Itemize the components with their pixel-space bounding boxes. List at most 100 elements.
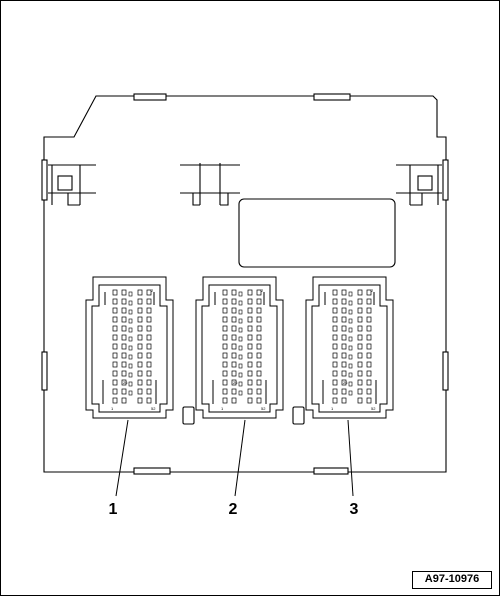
pin-cavity [238,336,243,342]
pin-cavity [348,354,353,360]
pin-cavity [341,379,347,386]
pin-cavity [256,352,262,359]
bottom-clip-right [313,467,349,475]
pin-cavity [247,352,253,359]
pin-cavity [128,345,133,351]
pin-cavity [128,291,133,297]
pin-cavity [222,370,228,377]
pin-cavity [332,298,338,305]
pin-cavity [357,316,363,323]
pin-cavity [137,334,143,341]
pin-cavity [231,343,237,350]
pin-cavity [112,298,118,305]
pin-cavity [146,325,152,332]
pin-number-label: 1 [221,406,224,411]
pin-cavity [366,298,372,305]
pin-cavity [357,343,363,350]
pin-cavity [247,361,253,368]
pin-cavity [348,345,353,351]
side-clip-right-upper [442,159,449,201]
pin-cavity [348,327,353,333]
pin-cavity [121,325,127,332]
pin-cavity [357,397,363,404]
pin-cavity [357,289,363,296]
pin-cavity [121,379,127,386]
callout-label-1: 1 [109,501,118,518]
pin-cavity [341,370,347,377]
pin-cavity [146,316,152,323]
pin-cavity [112,352,118,359]
mounting-bracket-right [396,164,442,206]
pin-cavity [137,325,143,332]
pin-cavity [121,316,127,323]
connector-3 [305,276,394,419]
pin-cavity [128,336,133,342]
pin-cavity [222,343,228,350]
pin-number-label: 1 [111,406,114,411]
pin-cavity [137,298,143,305]
pin-cavity [112,388,118,395]
pin-cavity [146,334,152,341]
pin-cavity [247,334,253,341]
pin-cavity [256,397,262,404]
pin-cavity [222,316,228,323]
pin-cavity [146,397,152,404]
pin-cavity [238,381,243,387]
pin-cavity [121,334,127,341]
pin-cavity [357,379,363,386]
pin-cavity [146,388,152,395]
keying-slot-1 [182,406,195,425]
pin-cavity [128,300,133,306]
pin-cavity [222,397,228,404]
pin-cavity [128,309,133,315]
side-clip-left-lower [41,351,48,391]
pin-cavity [256,361,262,368]
pin-cavity [366,379,372,386]
pin-cavity [121,289,127,296]
pin-cavity [121,352,127,359]
pin-cavity [247,388,253,395]
pin-cavity [341,361,347,368]
pin-cavity [256,289,262,296]
pin-cavity [222,289,228,296]
pin-cavity [128,354,133,360]
figure-reference-number: A97-10976 [412,571,492,589]
pin-cavity [341,316,347,323]
pin-cavity [231,298,237,305]
pin-cavity [357,325,363,332]
pin-cavity [231,307,237,314]
pin-cavity [366,370,372,377]
pin-cavity [247,343,253,350]
pin-cavity [137,307,143,314]
pin-cavity [112,343,118,350]
pin-cavity [128,327,133,333]
pin-cavity [137,397,143,404]
housing-outline [43,95,447,473]
pin-cavity [256,325,262,332]
pin-cavity [348,372,353,378]
pin-cavity [238,354,243,360]
pin-cavity [332,352,338,359]
pin-number-label: 2 [371,288,374,293]
pin-cavity [146,361,152,368]
pin-cavity [332,343,338,350]
pin-cavity [348,291,353,297]
pin-cavity [238,390,243,396]
mounting-bracket-left [48,164,96,206]
pin-cavity [238,363,243,369]
pin-cavity [238,291,243,297]
pin-cavity [366,325,372,332]
callout-label-3: 3 [350,501,359,518]
callout-label-2: 2 [229,501,238,518]
pin-cavity [137,388,143,395]
pin-cavity [341,388,347,395]
keying-slot-2 [292,406,305,425]
pin-number-label: 52 [261,406,266,411]
pin-cavity [146,370,152,377]
mounting-bracket-center [180,163,240,206]
pin-cavity [247,379,253,386]
pin-cavity [348,381,353,387]
pin-cavity [121,370,127,377]
pin-cavity [357,370,363,377]
pin-cavity [112,307,118,314]
